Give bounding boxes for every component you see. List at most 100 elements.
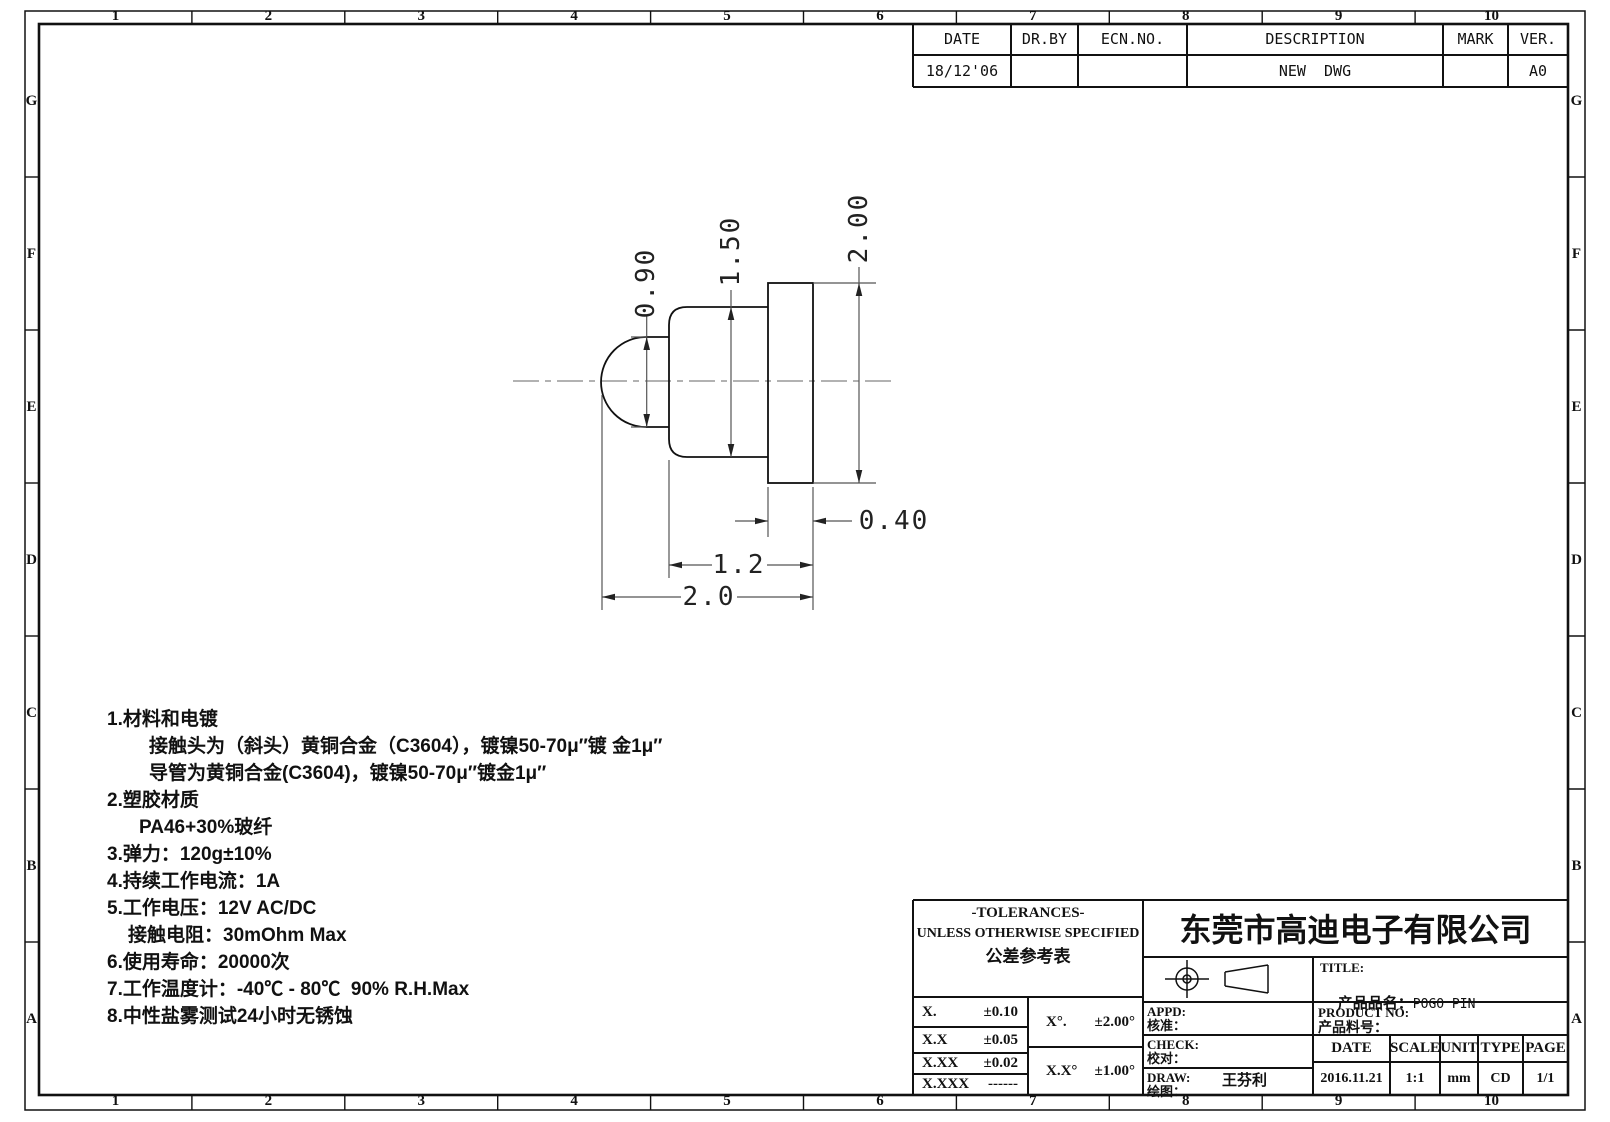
grid-row-label-left: C — [26, 704, 37, 721]
grid-row-label-left: G — [25, 92, 38, 109]
grid-col-label-bottom: 7 — [1029, 1093, 1037, 1109]
info-header-date: DATE — [1331, 1040, 1372, 1056]
tolerance-label: X.XX — [922, 1055, 959, 1071]
pin-tip-dome — [600, 336, 669, 428]
tolerance-label: X°. — [1046, 1013, 1067, 1030]
grid-row-label-right: F — [1571, 245, 1582, 262]
revision-ver: A0 — [1528, 62, 1548, 80]
info-value-scale: 1:1 — [1405, 1071, 1425, 1086]
info-header-scale: SCALE — [1390, 1040, 1441, 1056]
info-header-unit: UNIT — [1440, 1040, 1478, 1056]
grid-row-label-right: G — [1570, 92, 1583, 109]
grid-col-label-top: 10 — [1484, 8, 1500, 24]
grid-col-label-top: 8 — [1182, 8, 1190, 24]
grid-col-label-top: 5 — [723, 8, 731, 24]
note-line: 1.材料和电镀 — [107, 709, 218, 730]
grid-col-label-bottom: 1 — [111, 1093, 120, 1109]
grid-row-label-right: E — [1571, 398, 1582, 415]
tolerance-angular-row: X.X° ±1.00° — [1028, 1047, 1143, 1095]
draw-value: 王芬利 — [1222, 1072, 1268, 1089]
tolerances-title-cn: 公差参考表 — [985, 947, 1071, 966]
appd-label: APPD: — [1147, 1004, 1186, 1019]
dimension-lines — [601, 267, 876, 610]
revision-header-mark: MARK — [1457, 30, 1494, 48]
info-value-unit: mm — [1447, 1071, 1471, 1086]
grid-col-label-top: 2 — [264, 8, 273, 24]
grid-col-label-top: 4 — [570, 8, 578, 24]
tolerance-value: ±0.10 — [983, 1003, 1018, 1020]
tolerance-label: X.XXX — [922, 1076, 970, 1092]
part-outline — [600, 282, 814, 484]
note-line: 7.工作温度计：-40℃ - 80℃ 90% R.H.Max — [107, 979, 470, 1000]
tolerance-row: X.XXX ------ — [913, 1074, 1028, 1095]
title-label: TITLE: — [1320, 960, 1365, 975]
product-name-value: POGO PIN — [1412, 997, 1476, 1012]
grid-row-label-left: F — [26, 245, 37, 262]
revision-date: 18/12'06 — [925, 62, 999, 80]
draw-label: DRAW: — [1147, 1070, 1191, 1085]
check-label: CHECK: — [1147, 1037, 1199, 1052]
grid-row-label-right: D — [1571, 551, 1582, 568]
dimension-arrows — [602, 283, 863, 601]
grid-col-label-top: 7 — [1029, 8, 1037, 24]
grid-col-label-top: 9 — [1334, 8, 1343, 24]
grid-ticks — [25, 11, 1585, 1110]
revision-table-lines — [912, 24, 1568, 88]
product-name-label: 产品品名： — [1337, 995, 1413, 1012]
projection-symbols — [1165, 960, 1269, 998]
revision-description: NEW DWG — [1278, 62, 1352, 80]
grid-col-label-bottom: 6 — [876, 1093, 884, 1109]
note-line: 2.塑胶材质 — [107, 790, 199, 811]
info-value-type: CD — [1490, 1071, 1511, 1086]
info-header-page: PAGE — [1525, 1040, 1566, 1056]
dim-flange-thickness: 0.40 — [859, 506, 930, 536]
tolerance-value: ±1.00° — [1094, 1062, 1135, 1079]
grid-col-label-top: 3 — [417, 8, 426, 24]
grid-row-label-left: B — [26, 857, 37, 874]
dim-body-height: 1.50 — [716, 216, 746, 287]
note-line: 接触电阻：30mOhm Max — [128, 925, 347, 946]
note-line: 接触头为（斜头）黄铜合金（C3604），镀镍50-70μ″镀 金1μ″ — [149, 736, 663, 757]
info-value-page: 1/1 — [1536, 1071, 1555, 1086]
product-no-label-cn: 产品料号： — [1318, 1019, 1388, 1035]
draw-label-cn: 绘图： — [1147, 1084, 1187, 1099]
info-header-type: TYPE — [1480, 1040, 1521, 1056]
grid-col-label-bottom: 9 — [1334, 1093, 1343, 1109]
tolerance-angular-row: X°. ±2.00° — [1028, 997, 1143, 1047]
grid-row-label-left: D — [26, 551, 37, 568]
dimension-texts: 0.90 1.50 2.00 0.40 1.2 2.0 — [631, 193, 930, 612]
tolerances-title: -TOLERANCES- — [971, 905, 1085, 921]
tolerance-label: X.X — [922, 1031, 948, 1048]
pin-flange — [767, 282, 814, 484]
info-value-date: 2016.11.21 — [1320, 1071, 1383, 1086]
tolerance-value: ±2.00° — [1094, 1013, 1135, 1030]
grid-col-label-bottom: 8 — [1182, 1093, 1190, 1109]
product-no-label: PRODUCT NO: — [1318, 1005, 1410, 1020]
grid-col-label-bottom: 3 — [417, 1093, 426, 1109]
revision-header-ver: VER. — [1519, 30, 1557, 48]
product-name-line: 产品品名：POGO PIN — [1320, 974, 1476, 1035]
tolerance-label: X. — [922, 1003, 937, 1020]
grid-row-label-right: C — [1571, 704, 1582, 721]
tolerance-label: X.X° — [1046, 1062, 1078, 1079]
check-label-cn: 校对： — [1147, 1051, 1187, 1066]
revision-header-ecnno: ECN.NO. — [1100, 30, 1165, 48]
dim-tip-height: 0.90 — [631, 248, 661, 319]
note-line: 8.中性盐雾测试24小时无锈蚀 — [107, 1006, 353, 1027]
pin-body — [668, 306, 768, 458]
grid-row-label-left: E — [26, 398, 37, 415]
grid-row-label-right: B — [1571, 857, 1582, 874]
note-line: 导管为黄铜合金(C3604)，镀镍50-70μ″镀金1μ″ — [149, 763, 547, 784]
grid-row-label-right: A — [1571, 1010, 1582, 1027]
grid-col-label-top: 1 — [111, 8, 120, 24]
grid-col-label-bottom: 2 — [264, 1093, 273, 1109]
note-line: 4.持续工作电流：1A — [107, 871, 281, 892]
pogo-pin-drawing: 0.90 1.50 2.00 0.40 1.2 2.0 — [513, 193, 930, 612]
grid-col-label-bottom: 10 — [1484, 1093, 1500, 1109]
company-name: 东莞市高迪电子有限公司 — [1179, 912, 1532, 948]
tolerance-value: ------ — [988, 1076, 1018, 1092]
technical-notes: 1.材料和电镀接触头为（斜头）黄铜合金（C3604），镀镍50-70μ″镀 金1… — [107, 706, 807, 1030]
tolerance-value: ±0.05 — [983, 1031, 1018, 1048]
